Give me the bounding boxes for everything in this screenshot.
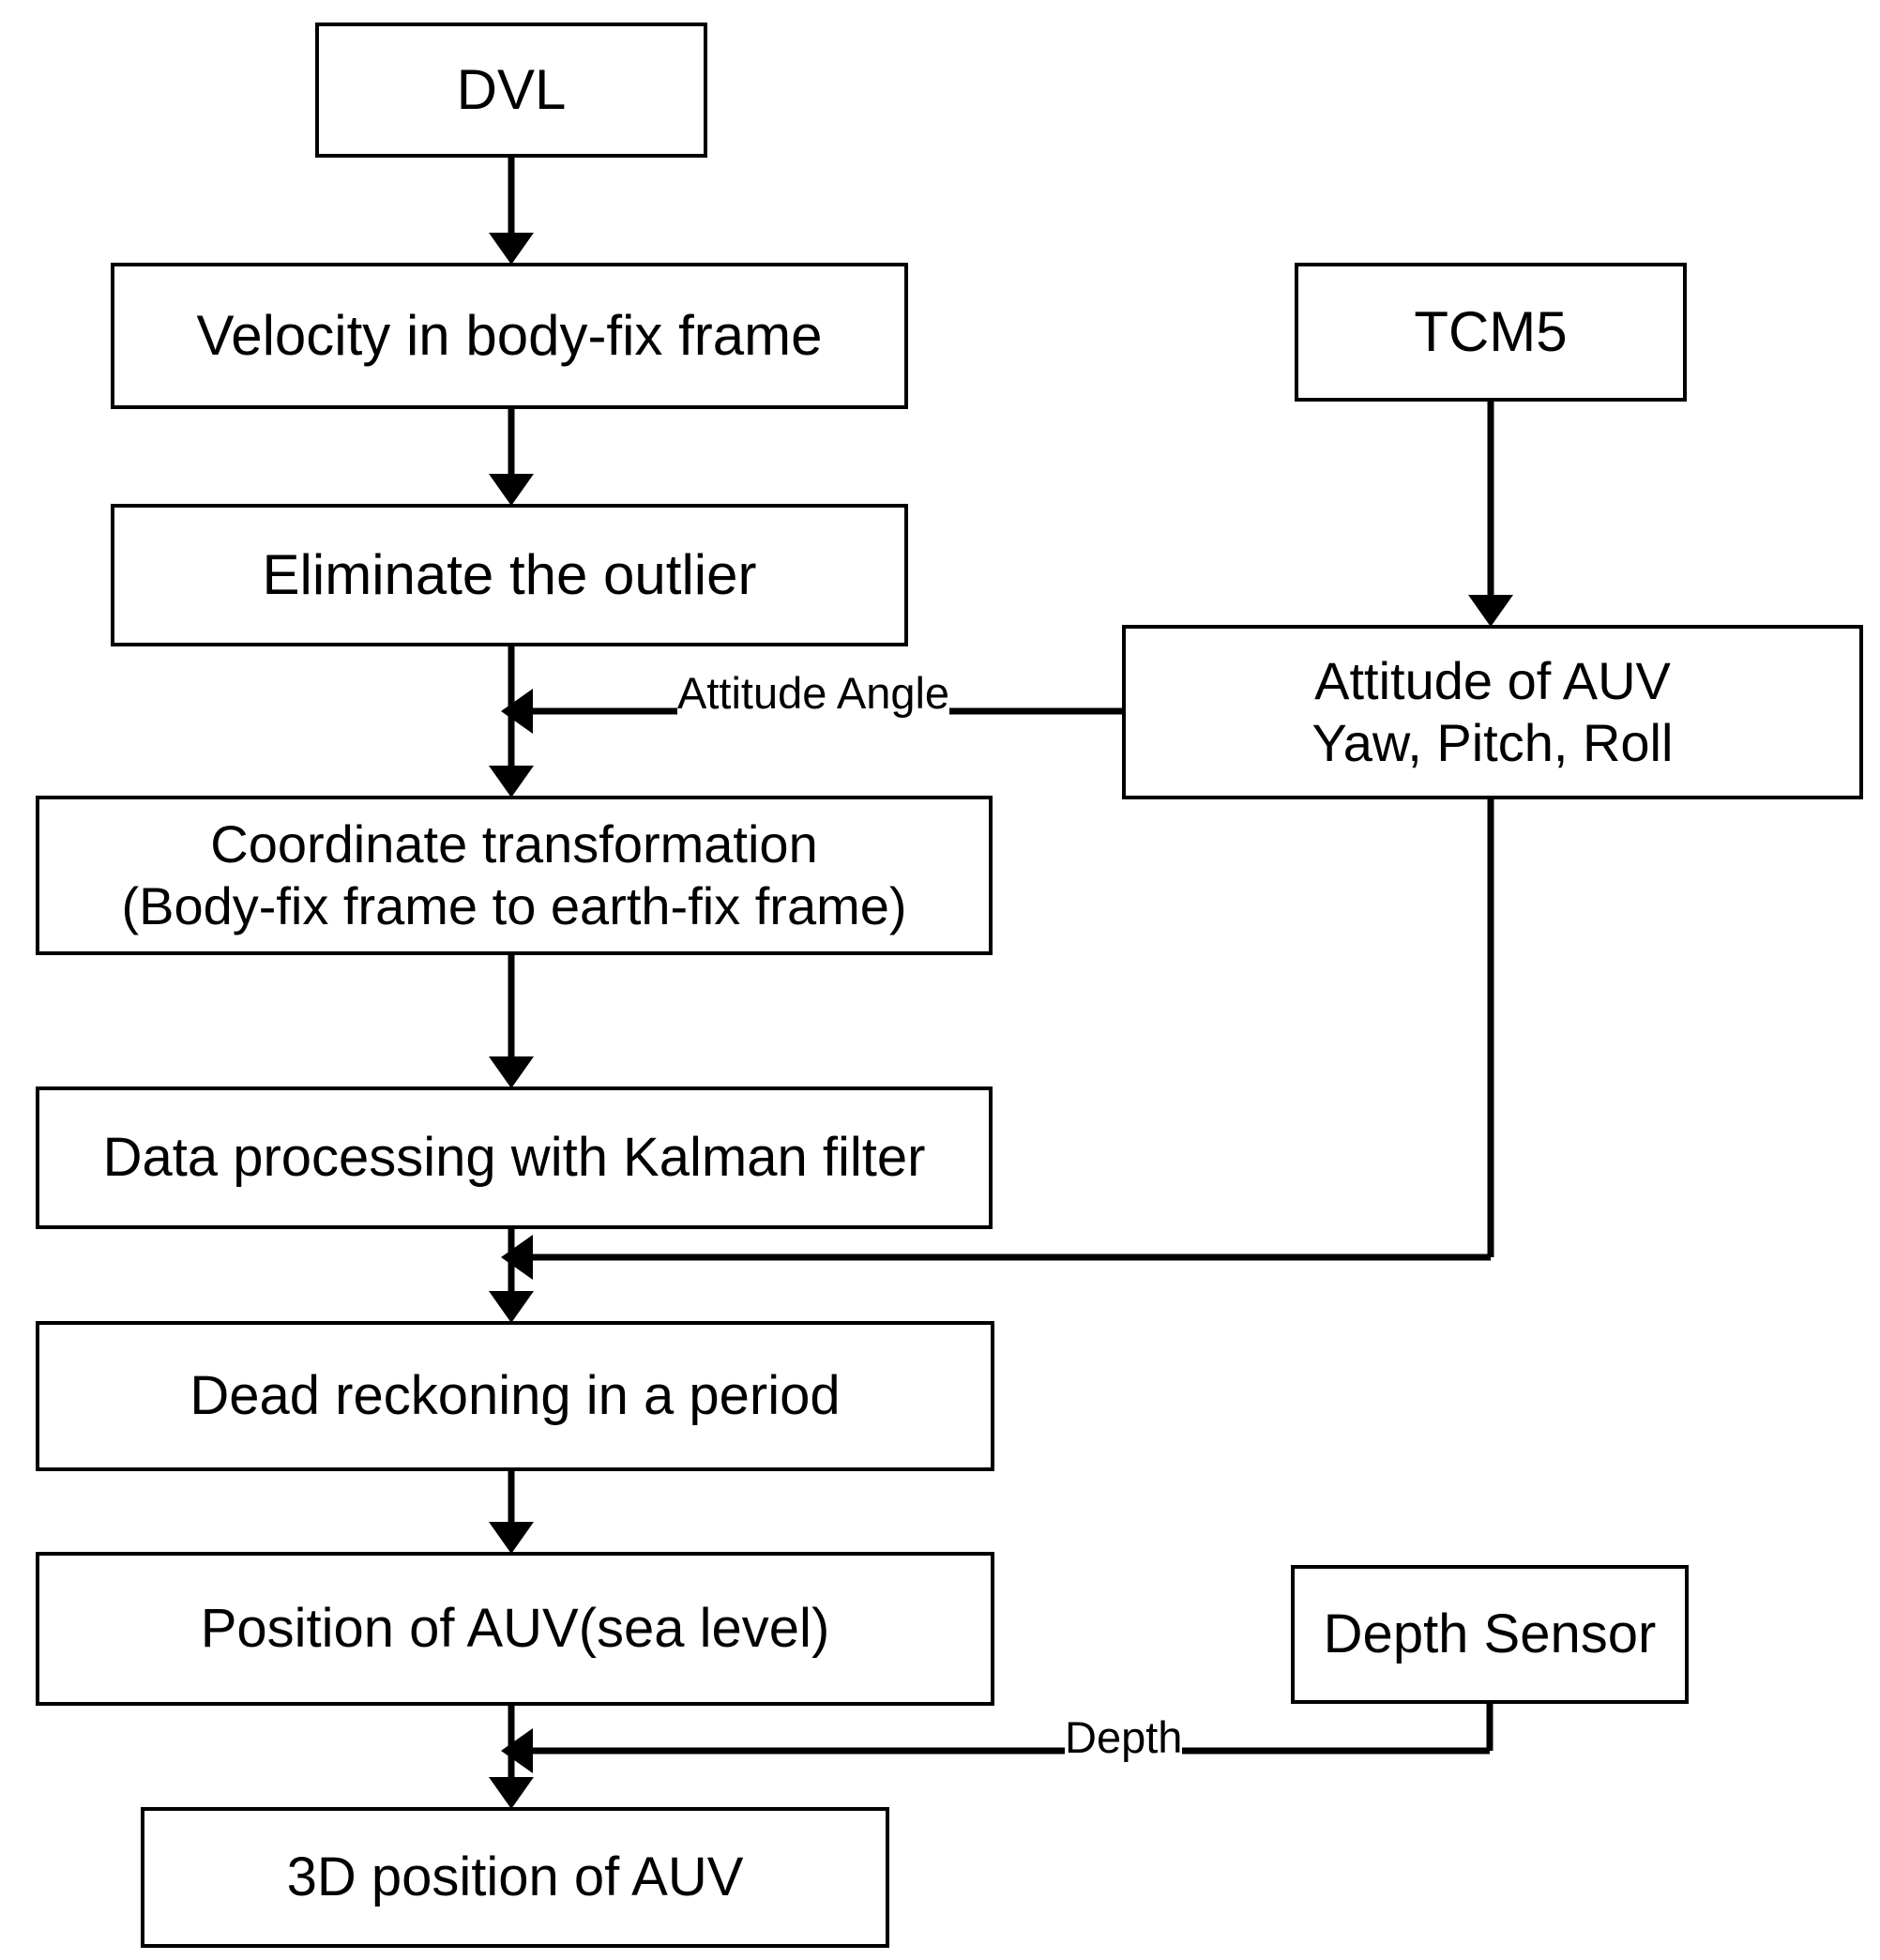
edge-dead-reckoning-to-position: [489, 1471, 534, 1554]
node-kalman-label: Data processing with Kalman filter: [102, 1126, 926, 1188]
edge-depth-feedback: [501, 1704, 1493, 1773]
node-coordinate-transformation[interactable]: Coordinate transformation (Body-fix fram…: [36, 796, 993, 955]
node-coordinate-label: Coordinate transformation (Body-fix fram…: [121, 813, 907, 935]
edge-label-attitude-angle: Attitude Angle: [677, 668, 950, 718]
node-velocity-in-body-fix-frame[interactable]: Velocity in body-fix frame: [111, 263, 908, 409]
node-position-label: Position of AUV(sea level): [200, 1597, 830, 1659]
node-dvl[interactable]: DVL: [315, 23, 707, 158]
node-dead-reckoning-label: Dead reckoning in a period: [190, 1364, 841, 1426]
node-tcm5[interactable]: TCM5: [1295, 263, 1687, 402]
node-attitude-label: Attitude of AUV Yaw, Pitch, Roll: [1311, 650, 1674, 772]
edge-tcm5-to-attitude: [1468, 402, 1513, 627]
edge-coordinate-to-kalman: [489, 955, 534, 1088]
node-3d-position-label: 3D position of AUV: [286, 1846, 744, 1907]
edge-label-depth: Depth: [1065, 1712, 1183, 1762]
node-3d-position-of-auv[interactable]: 3D position of AUV: [141, 1807, 889, 1948]
node-eliminate-label: Eliminate the outlier: [262, 542, 757, 606]
node-attitude-of-auv[interactable]: Attitude of AUV Yaw, Pitch, Roll: [1122, 625, 1863, 799]
node-tcm5-label: TCM5: [1414, 299, 1568, 363]
node-depth-sensor-label: Depth Sensor: [1323, 1603, 1657, 1664]
node-eliminate-the-outlier[interactable]: Eliminate the outlier: [111, 504, 908, 646]
node-dead-reckoning-in-a-period[interactable]: Dead reckoning in a period: [36, 1321, 994, 1471]
edge-position-to-3d: [489, 1706, 534, 1809]
node-velocity-label: Velocity in body-fix frame: [196, 303, 823, 367]
node-dvl-label: DVL: [456, 57, 567, 121]
node-data-processing-kalman-filter[interactable]: Data processing with Kalman filter: [36, 1086, 993, 1229]
edge-dvl-to-velocity: [489, 158, 534, 265]
edge-velocity-to-eliminate: [489, 409, 534, 506]
edge-attitude-to-kalman-output: [501, 799, 1494, 1280]
node-depth-sensor[interactable]: Depth Sensor: [1291, 1565, 1689, 1704]
node-position-of-auv-sea-level[interactable]: Position of AUV(sea level): [36, 1552, 994, 1706]
